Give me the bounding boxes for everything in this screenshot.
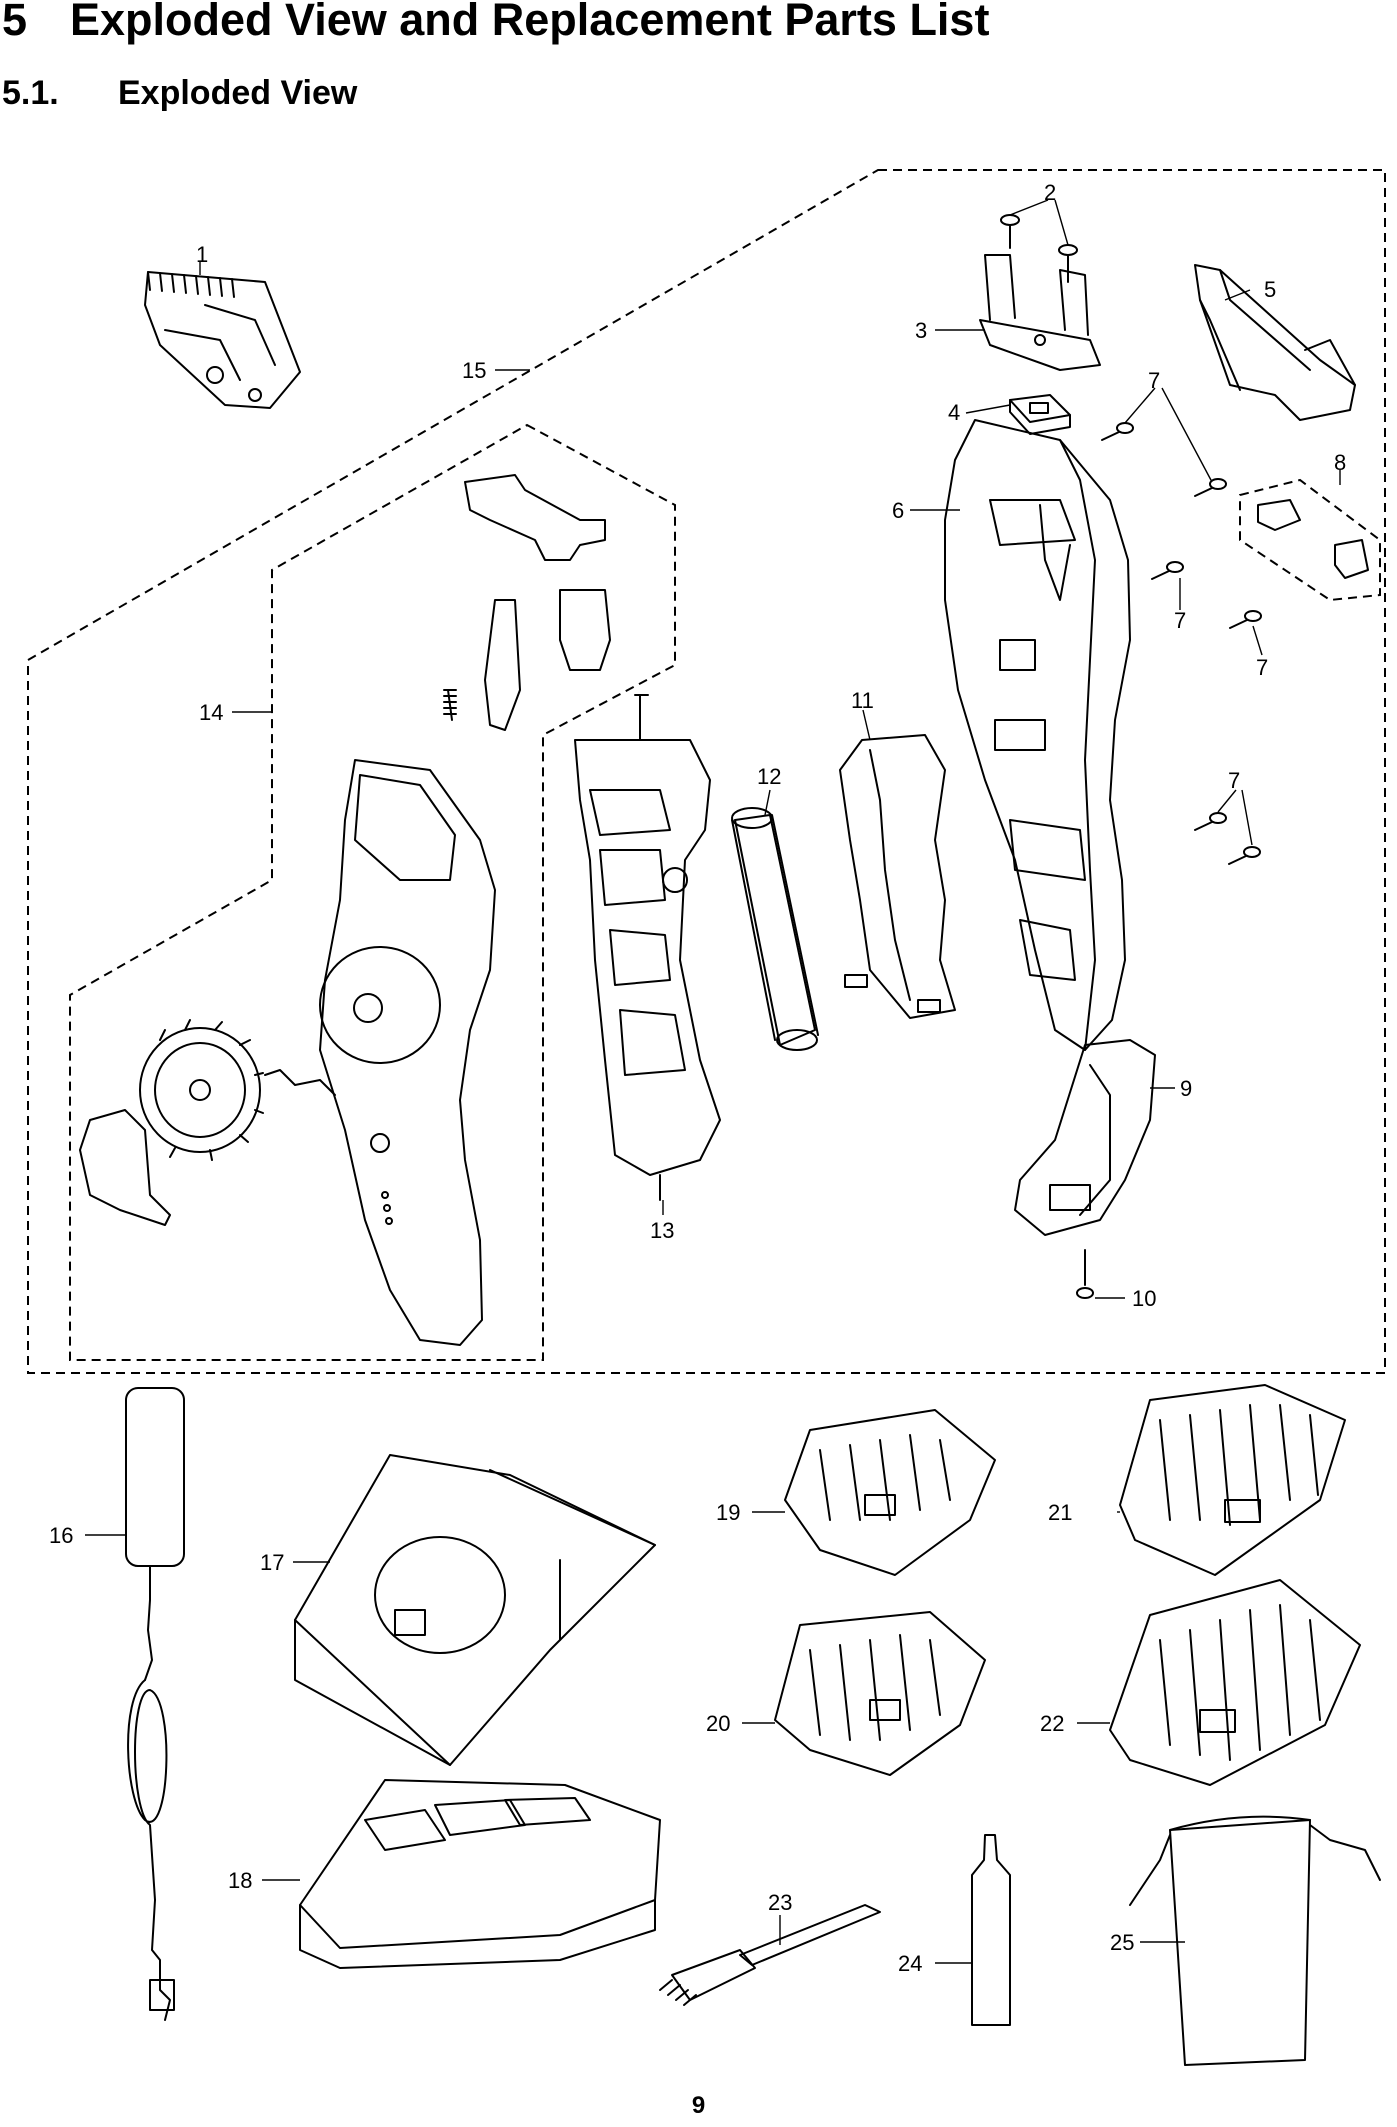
callout-11: 11 (851, 688, 874, 713)
callout-6: 6 (892, 498, 904, 523)
battery-holder-part (839, 734, 956, 1019)
assembly-15-outline (27, 169, 1386, 1374)
top-cover-part (1194, 264, 1356, 421)
subsection-heading: 5.1. Exploded View (2, 74, 357, 113)
callout-17: 17 (260, 1550, 284, 1575)
callout-15: 15 (462, 358, 486, 383)
comb-attachment-19-part (784, 1409, 996, 1576)
subsection-number: 5.1. (2, 74, 59, 112)
callout-21: 21 (1048, 1500, 1072, 1525)
spring-clip-part (264, 1069, 336, 1096)
callout-4: 4 (948, 400, 960, 425)
oil-bottle-part (971, 1834, 1011, 2026)
leader-lines (85, 199, 1341, 1964)
bottom-screw-part (1076, 1249, 1094, 1299)
bottom-cap-part (1014, 1039, 1156, 1236)
assembly-14-outline (69, 423, 676, 1361)
storage-pouch-part (1129, 1815, 1381, 2066)
callout-18: 18 (228, 1868, 252, 1893)
callout-9: 9 (1180, 1076, 1192, 1101)
callout-16: 16 (49, 1523, 73, 1548)
callout-7d: 7 (1228, 768, 1240, 793)
cap-part (79, 1109, 171, 1226)
ac-adapter-part (125, 1387, 185, 2021)
callout-23: 23 (768, 1890, 792, 1915)
callout-25: 25 (1110, 1930, 1134, 1955)
bracket-part (979, 254, 1101, 371)
callout-7a: 7 (1148, 368, 1160, 393)
rear-housing-part (944, 419, 1131, 1051)
callout-labels: 1 2 3 4 5 6 7 8 7 7 7 9 10 11 12 13 14 1… (49, 180, 1346, 1976)
charging-stand-part (294, 1454, 656, 1766)
page-number: 9 (691, 2092, 706, 2119)
section-number: 5 (2, 0, 28, 45)
seal-part (1009, 394, 1071, 435)
section-heading: 5 Exploded View and Replacement Parts Lis… (2, 0, 989, 46)
callout-24: 24 (898, 1951, 922, 1976)
dial-part (139, 1019, 264, 1161)
section-title: Exploded View and Replacement Parts List (70, 0, 990, 45)
cleaning-brush-part (659, 1904, 881, 2006)
callout-19: 19 (716, 1500, 740, 1525)
part-8-group (1239, 478, 1381, 602)
screw-set-part (1101, 422, 1262, 865)
battery-part (731, 807, 819, 1051)
grip-housing-part (319, 759, 496, 1346)
attachment-case-part (299, 1779, 661, 1969)
callout-13: 13 (650, 1218, 674, 1243)
callout-22: 22 (1040, 1711, 1064, 1736)
callout-1: 1 (196, 242, 208, 267)
chassis-part (574, 694, 721, 1201)
callout-5: 5 (1264, 277, 1276, 302)
blade-part (144, 271, 301, 409)
callout-2: 2 (1044, 180, 1056, 205)
callout-14: 14 (199, 700, 223, 725)
subsection-title: Exploded View (118, 74, 358, 112)
comb-attachment-22-part (1109, 1579, 1361, 1786)
callout-8: 8 (1334, 450, 1346, 475)
callout-10: 10 (1132, 1286, 1156, 1311)
comb-attachment-21-part (1119, 1384, 1346, 1576)
callout-12: 12 (757, 764, 781, 789)
comb-attachment-20-part (774, 1611, 986, 1776)
callout-7c: 7 (1256, 655, 1268, 680)
callout-20: 20 (706, 1711, 730, 1736)
callout-3: 3 (915, 318, 927, 343)
trigger-part (443, 474, 611, 731)
callout-7b: 7 (1174, 608, 1186, 633)
